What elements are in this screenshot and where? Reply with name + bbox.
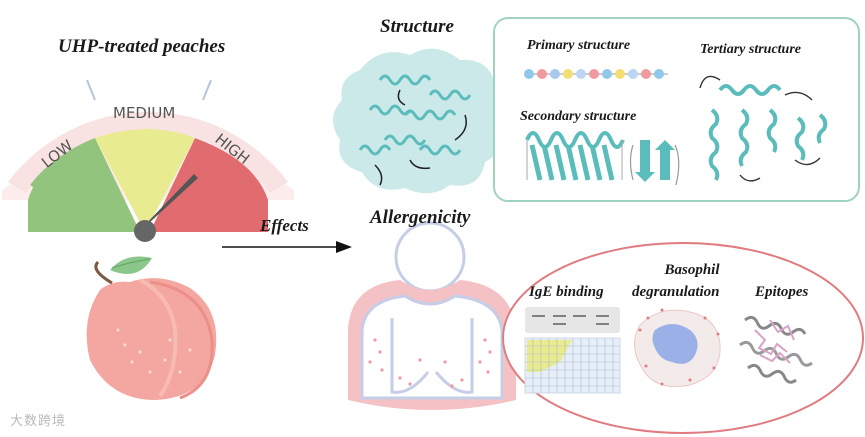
gauge-outer <box>8 111 288 193</box>
effects-arrow-head <box>336 241 352 253</box>
epitopes-structure <box>739 315 813 384</box>
left-panel-title: UHP-treated peaches <box>58 36 226 57</box>
watermark: 大数跨境 <box>10 414 67 429</box>
primary-structure-beads <box>524 69 668 79</box>
basophil-cell <box>634 308 721 388</box>
secondary-structure-helix-body <box>529 144 615 181</box>
gauge-needle <box>140 174 198 230</box>
effects-label: Effects <box>260 216 309 235</box>
epitopes-label: Epitopes <box>755 284 809 300</box>
structure-panel-box <box>493 17 860 202</box>
secondary-structure-sheet <box>629 140 680 186</box>
allergenicity-title: Allergenicity <box>370 207 471 228</box>
tertiary-structure-label: Tertiary structure <box>700 42 801 57</box>
secondary-structure-label: Secondary structure <box>520 109 637 124</box>
gauge-segment-high <box>150 138 268 235</box>
gauge-segment-medium <box>95 129 195 232</box>
ige-binding-label: IgE binding <box>529 284 604 300</box>
gauge-segment-low-full <box>28 138 140 235</box>
tertiary-loops <box>699 75 821 182</box>
human-figure <box>348 221 516 410</box>
peach-illustration <box>86 256 217 400</box>
structure-cloud <box>332 48 507 194</box>
basophil-label-line1: Basophil <box>664 262 720 278</box>
primary-structure-label: Primary structure <box>527 38 631 53</box>
ige-blot <box>525 307 620 333</box>
gauge-label-medium: MEDIUM <box>113 104 176 122</box>
gauge-pivot <box>134 220 156 242</box>
ige-plate <box>524 337 621 394</box>
structure-title: Structure <box>380 16 454 37</box>
basophil-label-line2: degranulation <box>632 284 720 300</box>
tertiary-structure <box>708 84 828 181</box>
